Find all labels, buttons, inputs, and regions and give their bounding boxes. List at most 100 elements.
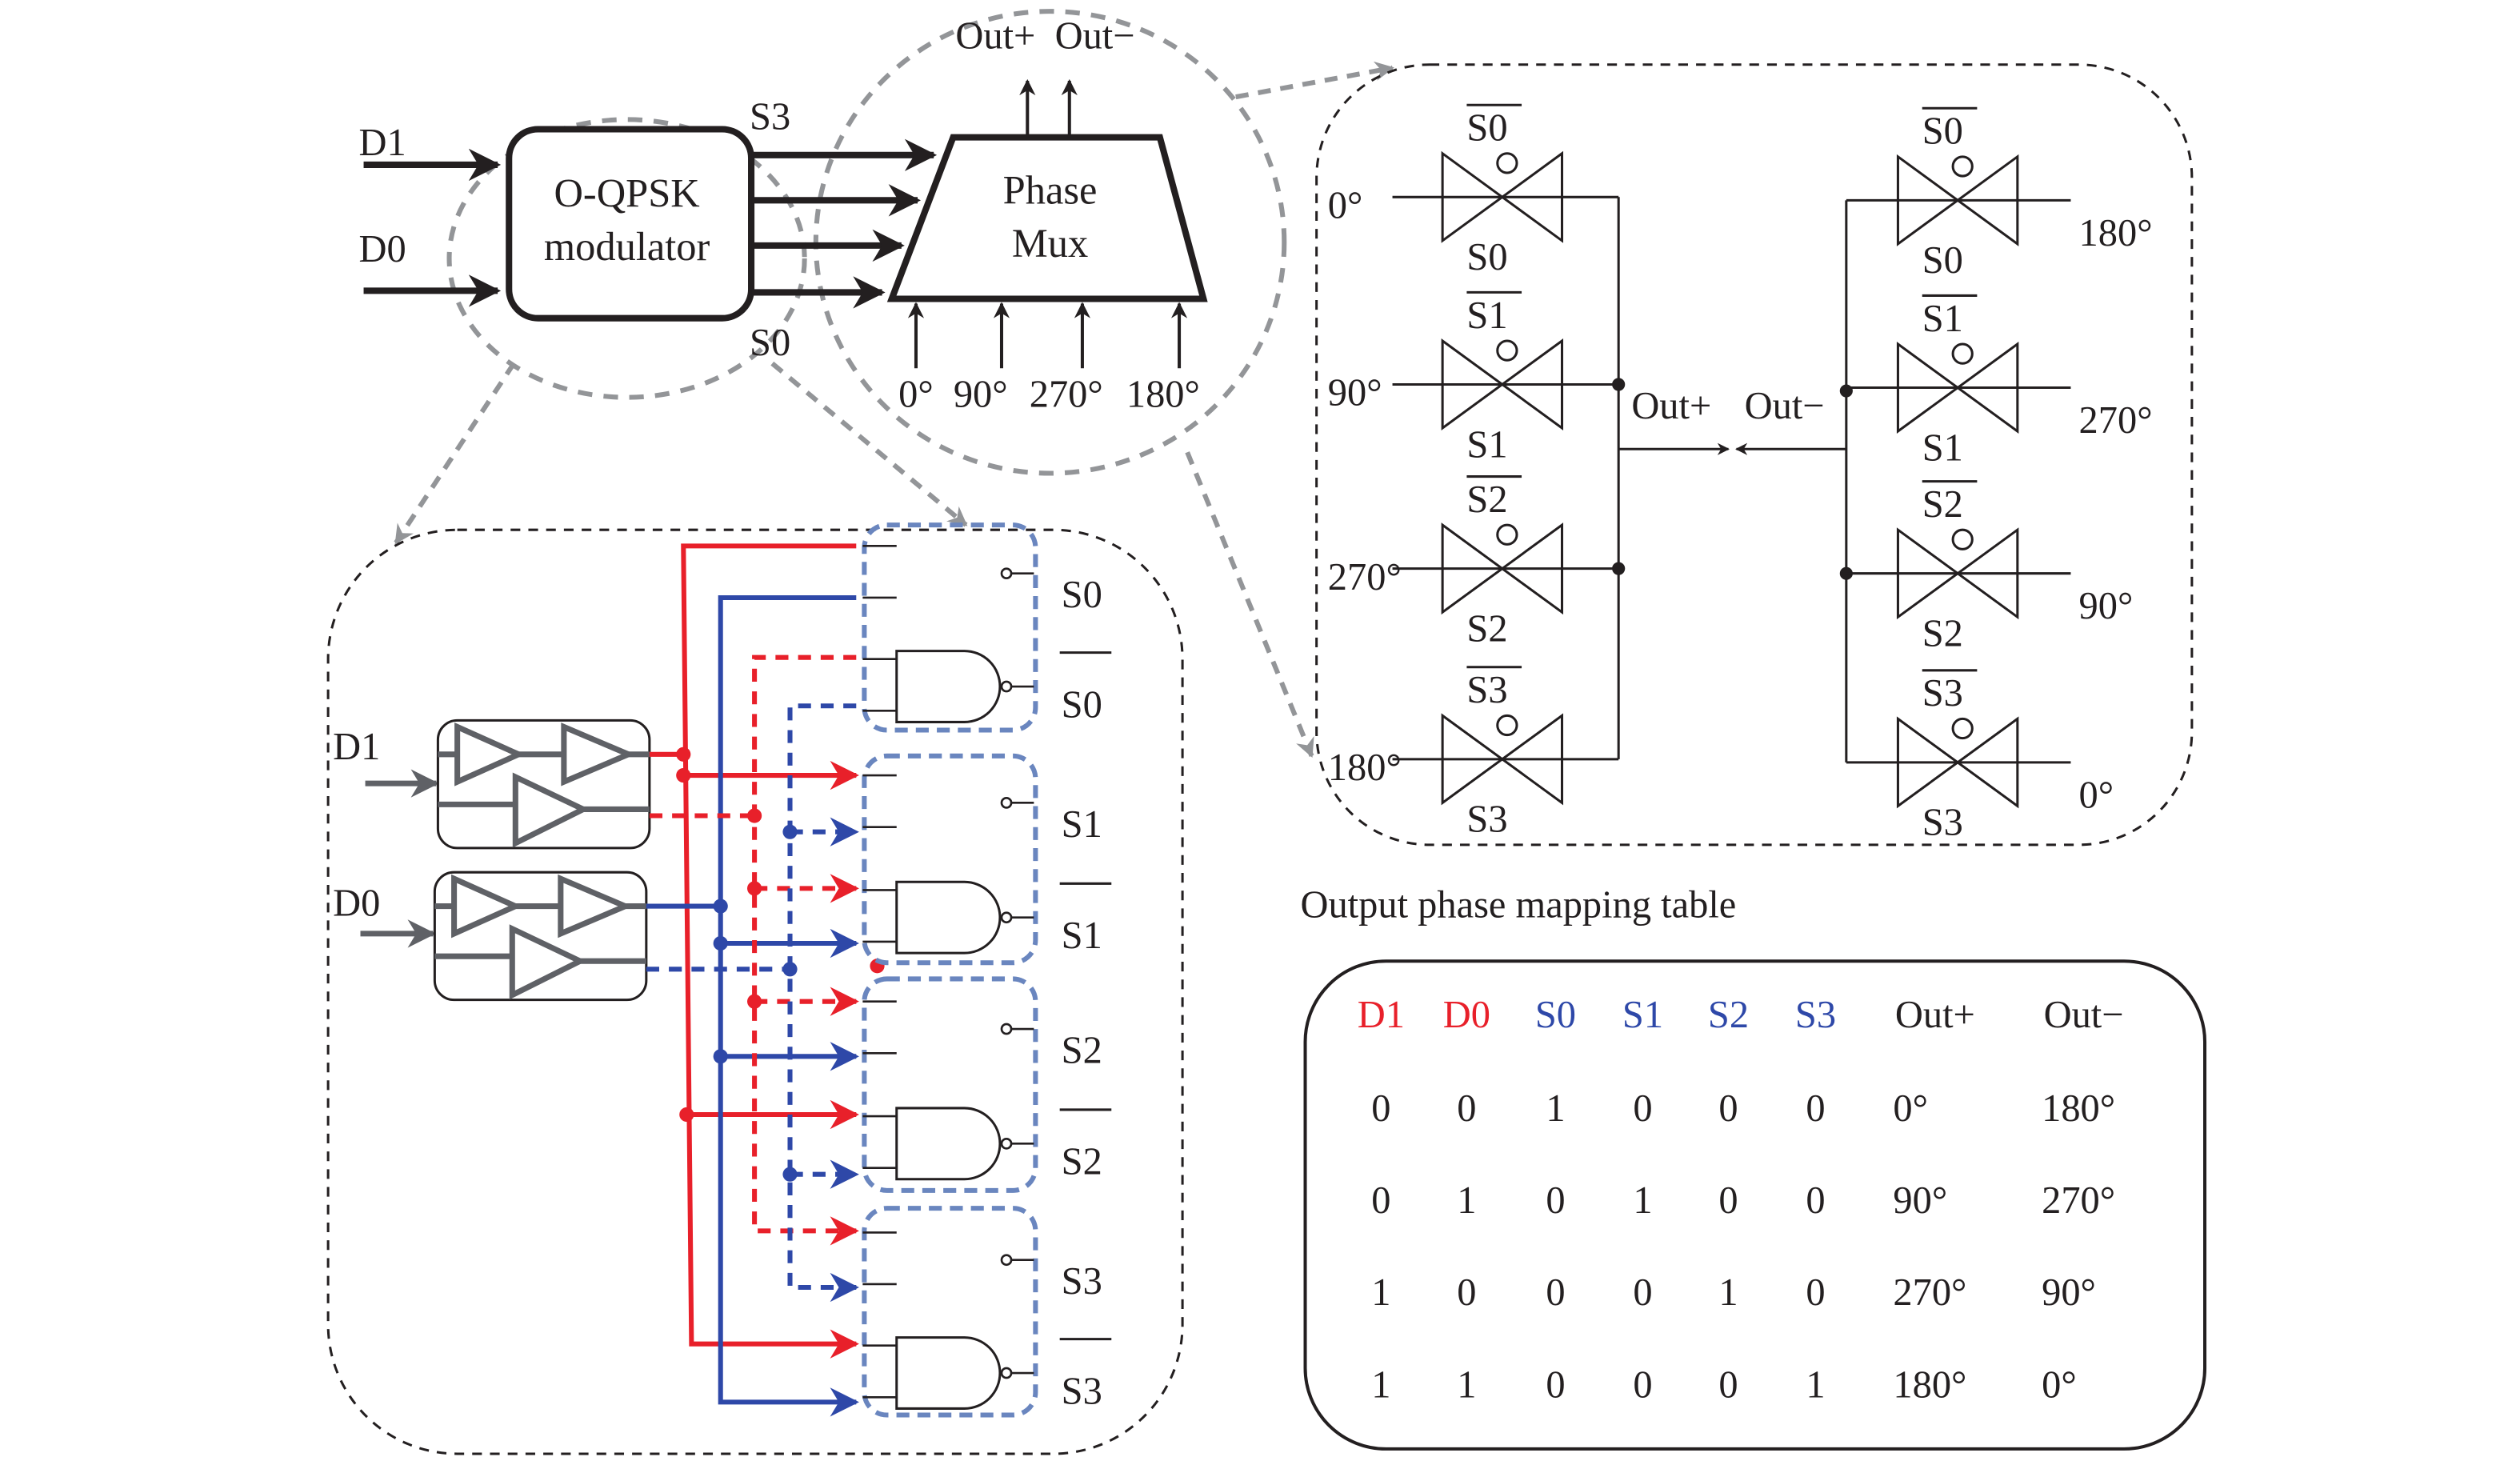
table-cell: 0 bbox=[1806, 1271, 1825, 1314]
table-header-cell: D1 bbox=[1358, 994, 1405, 1036]
phase-label: 270° bbox=[1030, 374, 1103, 416]
nor-gate bbox=[862, 1000, 1034, 1055]
nand-gate bbox=[862, 1107, 1034, 1181]
inverter-triangle bbox=[509, 924, 587, 1000]
output-bubble bbox=[1000, 567, 1013, 580]
output-bubble bbox=[1000, 796, 1013, 809]
select-output-label: S0 bbox=[1062, 683, 1102, 726]
table-cell: 90° bbox=[2042, 1271, 2096, 1314]
table-cell: 0 bbox=[1718, 1087, 1738, 1130]
nand-body bbox=[895, 1107, 1002, 1181]
buffer-block bbox=[433, 871, 648, 1002]
phase-label: 180° bbox=[1126, 374, 1200, 416]
top-block-diagram: D1 D0 O-QPSK modulator S3 S0 Phase Mux O… bbox=[358, 9, 1394, 759]
logic-input-d0: D0 bbox=[333, 883, 380, 925]
junction-dot bbox=[747, 994, 762, 1009]
phase-input-label: 0° bbox=[1328, 185, 1363, 227]
inverter-bubble bbox=[1951, 342, 1974, 365]
select-output-label: S2 bbox=[1062, 1141, 1102, 1183]
table-cell: 1 bbox=[1371, 1363, 1390, 1406]
table-cell: 1 bbox=[1371, 1271, 1390, 1314]
gate-pair-group bbox=[862, 522, 1038, 733]
gate-pair-group bbox=[862, 753, 1038, 966]
nand-body bbox=[895, 880, 1002, 955]
junction-dot bbox=[782, 824, 798, 839]
table-cell: 1 bbox=[1633, 1179, 1652, 1222]
nand-body bbox=[895, 1336, 1002, 1410]
select-label: S1 bbox=[1922, 426, 1963, 469]
zoom-pointer-arrow bbox=[770, 361, 968, 527]
select-bar-label: S1 bbox=[1922, 298, 1963, 340]
junction-dot bbox=[713, 1049, 728, 1064]
table-cell: 270° bbox=[2042, 1179, 2115, 1222]
output-bubble bbox=[1000, 1367, 1013, 1379]
mux-outputs-label: Out+ Out− bbox=[955, 15, 1134, 58]
table-cell: 90° bbox=[1893, 1179, 1947, 1222]
table-title: Output phase mapping table bbox=[1300, 884, 1736, 927]
nor-gate bbox=[862, 545, 1034, 599]
phase-input-label: 90° bbox=[2079, 585, 2134, 627]
table-cell: 270° bbox=[1893, 1271, 1966, 1314]
junction-dot bbox=[676, 767, 691, 783]
select-label: S2 bbox=[1466, 607, 1507, 650]
select-label: S0 bbox=[1922, 239, 1963, 282]
select-output-label: S3 bbox=[1062, 1370, 1102, 1412]
inverter-bubble bbox=[1496, 152, 1518, 174]
phase-input-label: 270° bbox=[2079, 399, 2153, 442]
table-header-cell: S1 bbox=[1622, 994, 1663, 1036]
modulator-label-line1: O-QPSK bbox=[554, 170, 699, 215]
switch-panel-border bbox=[1315, 63, 2194, 847]
table-cell: 1 bbox=[1718, 1271, 1738, 1314]
select-label: S2 bbox=[1922, 613, 1963, 655]
select-bar-label: S0 bbox=[1922, 110, 1963, 153]
output-bubble bbox=[1000, 680, 1013, 693]
table-cell: 0 bbox=[1546, 1271, 1565, 1314]
table-cell: 0 bbox=[1806, 1087, 1825, 1130]
select-bar-label: S0 bbox=[1466, 107, 1507, 150]
inverter-bubble bbox=[1951, 717, 1974, 740]
zoom-pointer-arrow bbox=[1235, 61, 1394, 100]
phase-input-label: 90° bbox=[1328, 372, 1382, 414]
output-bubble bbox=[1000, 1137, 1013, 1150]
mux-label-line1: Phase bbox=[1003, 167, 1098, 212]
table-cell: 1 bbox=[1457, 1179, 1476, 1222]
output-bubble bbox=[1000, 1023, 1013, 1035]
gate-pair-group bbox=[862, 976, 1038, 1193]
d0-true-bus bbox=[718, 594, 859, 1417]
junction-dot bbox=[782, 962, 798, 977]
junction-dot bbox=[676, 747, 691, 762]
table-cell: 1 bbox=[1806, 1363, 1825, 1406]
oqpsk-modulator-block bbox=[506, 126, 755, 322]
table-cell: 1 bbox=[1546, 1087, 1565, 1130]
table-cell: 0 bbox=[1371, 1087, 1390, 1130]
input-d0-label: D0 bbox=[358, 228, 406, 270]
select-label: S1 bbox=[1466, 423, 1507, 466]
table-border bbox=[1303, 959, 2207, 1451]
transmission-gate-panel: Out+ Out− S0S00°S1S190°S2S2270°S3S3180°S… bbox=[1315, 63, 2194, 847]
junction-dot bbox=[679, 1107, 694, 1123]
input-d1-label: D1 bbox=[358, 122, 406, 164]
inverter-bubble bbox=[1496, 714, 1518, 737]
junction-dot bbox=[1839, 384, 1853, 398]
phase-input-label: 270° bbox=[1328, 556, 1402, 598]
table-cell: 0° bbox=[2042, 1363, 2077, 1406]
buffer-block bbox=[436, 718, 651, 850]
junction-dot bbox=[747, 808, 762, 823]
nand-body bbox=[895, 650, 1002, 723]
inverter-bubble bbox=[1496, 523, 1518, 546]
select-output-label: S1 bbox=[1062, 915, 1102, 957]
select-label: S0 bbox=[1466, 236, 1507, 278]
junction-dot bbox=[1839, 566, 1853, 580]
d1-true-bus bbox=[681, 543, 859, 1359]
table-cell: 0 bbox=[1633, 1363, 1652, 1406]
table-header-cell: Out− bbox=[2044, 994, 2124, 1036]
junction-dot bbox=[713, 935, 728, 951]
